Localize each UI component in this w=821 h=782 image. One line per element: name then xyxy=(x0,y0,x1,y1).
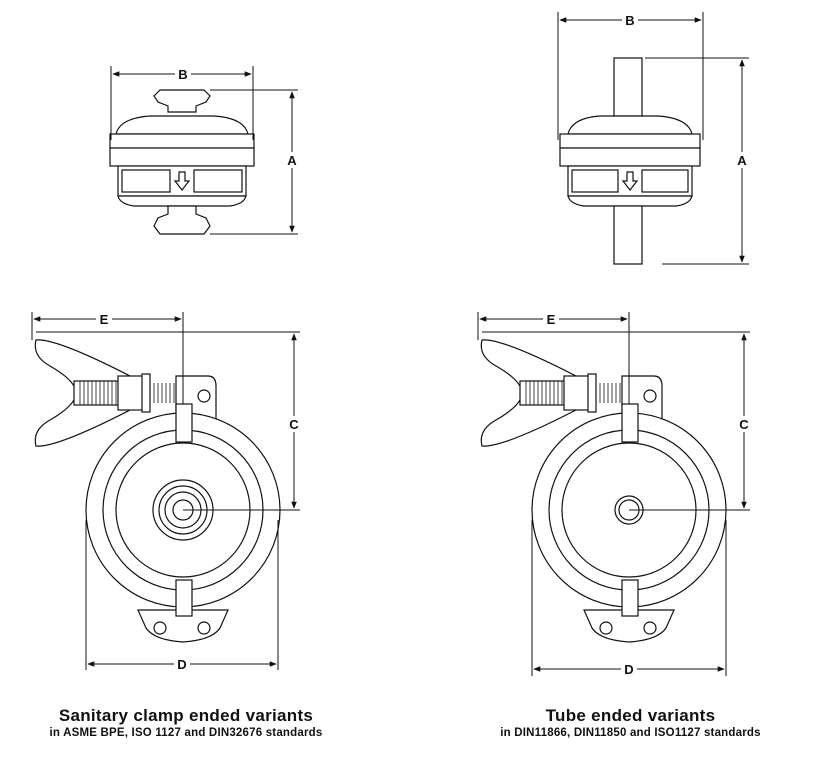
flow-arrow-icon xyxy=(173,171,191,191)
dimension-e-label: E xyxy=(547,312,556,327)
caption-right-title: Tube ended variants xyxy=(545,706,716,725)
dimension-c-label: C xyxy=(739,417,749,432)
dimension-b-label: B xyxy=(178,67,187,82)
sanitary-clamp-end-view xyxy=(34,339,281,643)
caption-left-title: Sanitary clamp ended variants xyxy=(58,706,314,725)
dimension-c-label: C xyxy=(289,417,299,432)
tube-filter-side-view xyxy=(559,57,701,265)
sanitary-filter-side-view xyxy=(109,89,255,235)
flow-arrow-icon xyxy=(621,171,639,191)
dimension-d-label: D xyxy=(624,662,633,677)
dimension-e-label: E xyxy=(100,312,109,327)
dimension-a-label: A xyxy=(287,153,297,168)
dimension-a-label: A xyxy=(737,153,747,168)
bolt-thread xyxy=(79,381,175,405)
caption-right: Tube ended variants in DIN11866, DIN1185… xyxy=(440,706,821,739)
caption-left-subtitle: in ASME BPE, ISO 1127 and DIN32676 stand… xyxy=(49,727,323,739)
dimension-b-label: B xyxy=(625,13,634,28)
bolt-thread xyxy=(525,381,621,405)
caption-right-subtitle: in DIN11866, DIN11850 and ISO1127 standa… xyxy=(500,727,761,739)
dimension-d-label: D xyxy=(177,657,186,672)
caption-left: Sanitary clamp ended variants in ASME BP… xyxy=(0,706,372,739)
